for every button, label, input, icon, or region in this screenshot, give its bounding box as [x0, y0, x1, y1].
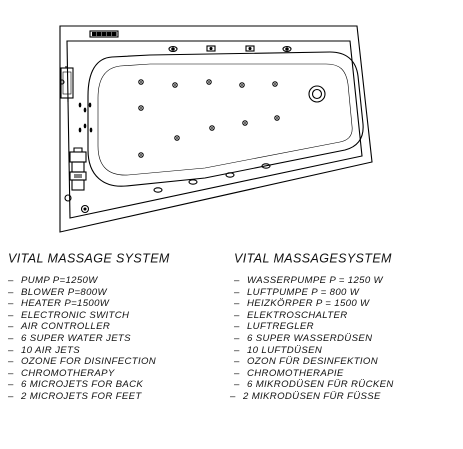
- spec-item: –BLOWER P=800W: [8, 286, 107, 298]
- water-jet-center: [140, 81, 278, 156]
- fitting-dot: [83, 207, 87, 211]
- spec-item: –6 SUPER WASSERDÜSEN: [234, 332, 373, 344]
- fitting-circle: [64, 194, 72, 202]
- spec-item: –ELECTRONIC SWITCH: [8, 309, 130, 321]
- spec-item: –PUMP P=1250W: [8, 275, 98, 286]
- spec-item: –6 MIKRODÜSEN FÜR RÜCKEN: [234, 379, 394, 391]
- spec-item: –OZONE FOR DISINFECTION: [8, 356, 157, 368]
- spec-item: –CHROMOTHERAPY: [8, 367, 115, 379]
- spec-item: –HEATER P=1500W: [8, 298, 110, 310]
- tub-outer-rim: [59, 25, 373, 233]
- rim-fitting: [168, 45, 292, 53]
- bathtub-plan-drawing: [59, 25, 373, 233]
- spec-item: –LUFTREGLER: [234, 321, 314, 333]
- spec-item: –LUFTPUMPE P = 800 W: [234, 286, 360, 298]
- spec-item: –2 MICROJETS FOR FEET: [8, 390, 142, 402]
- spec-item: –CHROMOTHERAPIE: [234, 367, 344, 379]
- spec-title-english: VITAL MASSAGE SYSTEM: [8, 251, 170, 266]
- control-panel: [89, 30, 119, 38]
- spec-item: –WASSERPUMPE P = 1250 W: [234, 275, 383, 286]
- fitting-circle: [80, 204, 90, 214]
- spec-title-german: VITAL MASSAGESYSTEM: [234, 251, 392, 266]
- air-jet: [138, 79, 280, 158]
- spec-list-english: VITAL MASSAGE SYSTEM –PUMP P=1250W –BLOW…: [8, 251, 170, 403]
- spec-item: –HEIZKÖRPER P = 1500 W: [234, 298, 370, 310]
- spec-item: –6 SUPER WATER JETS: [8, 332, 131, 344]
- spec-item: –6 MICROJETS FOR BACK: [8, 379, 144, 391]
- spec-item: –AIR CONTROLLER: [8, 321, 111, 333]
- spec-items-german: –WASSERPUMPE P = 1250 W –LUFTPUMPE P = 8…: [230, 275, 394, 403]
- spec-item: –ELEKTROSCHALTER: [234, 309, 348, 321]
- tub-basin: [87, 51, 364, 187]
- spec-items-english: –PUMP P=1250W –BLOWER P=800W –HEATER P=1…: [8, 275, 170, 403]
- blower-unit: [69, 147, 87, 191]
- spec-item: –2 MIKRODÜSEN FÜR FÜSSE: [230, 390, 381, 402]
- back-microjet: [78, 102, 93, 133]
- drain-inner: [311, 88, 323, 100]
- rim-fitting: [153, 163, 271, 193]
- spec-item: –10 LUFTDÜSEN: [234, 344, 323, 356]
- spec-list-german: VITAL MASSAGESYSTEM –WASSERPUMPE P = 125…: [230, 251, 394, 403]
- tub-inner-rim: [66, 40, 363, 219]
- spec-item: –OZON FÜR DESINFEKTION: [234, 356, 379, 368]
- tub-basin-inner-line: [97, 63, 353, 176]
- pump-unit: [59, 66, 74, 102]
- drain-outer: [308, 85, 326, 103]
- spec-item: –10 AIR JETS: [8, 344, 80, 356]
